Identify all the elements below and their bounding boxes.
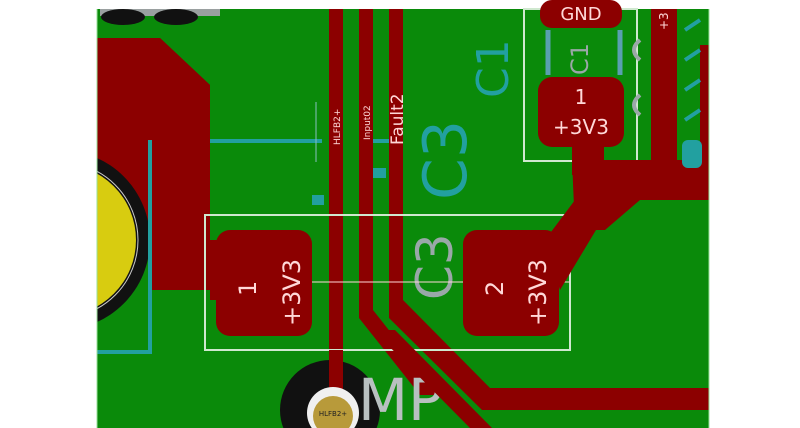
- trace-hlfb2: [329, 9, 343, 387]
- designator-c1-large: C1: [468, 39, 519, 98]
- pad-right-net: +3V3: [524, 259, 552, 326]
- trace-input02: [359, 9, 373, 309]
- trace-right-vertical: [651, 9, 677, 179]
- fab-outline-left: [97, 140, 152, 354]
- pad-left-number: 1: [234, 281, 262, 296]
- pad-top-gnd-label: GND: [560, 4, 601, 25]
- designator-c3-silk: C3: [406, 233, 464, 300]
- pad-right-number: 2: [481, 281, 509, 296]
- designator-c1-small: C1: [566, 43, 594, 75]
- pad-left-net: +3V3: [278, 259, 306, 326]
- pad-left[interactable]: 1 +3V3: [216, 230, 312, 336]
- via-label: HLFB2+: [319, 410, 347, 418]
- net-label-fault2: Fault2: [388, 93, 408, 145]
- net-label-input02: Input02: [363, 105, 373, 140]
- designator-c3: C3: [411, 120, 481, 200]
- pad-top-gnd[interactable]: GND: [540, 0, 622, 28]
- large-pad-left: [97, 157, 150, 323]
- pad-top-number: 1: [575, 85, 588, 109]
- via-hlfb2[interactable]: HLFB2+: [307, 387, 359, 428]
- net-label-hlfb2: HLFB2+: [333, 109, 343, 145]
- top-mounting-hole: [100, 9, 220, 25]
- pad-top-net: +3V3: [553, 115, 609, 139]
- far-right-net-label: +3: [657, 12, 671, 30]
- copper-trace-left: [97, 38, 210, 290]
